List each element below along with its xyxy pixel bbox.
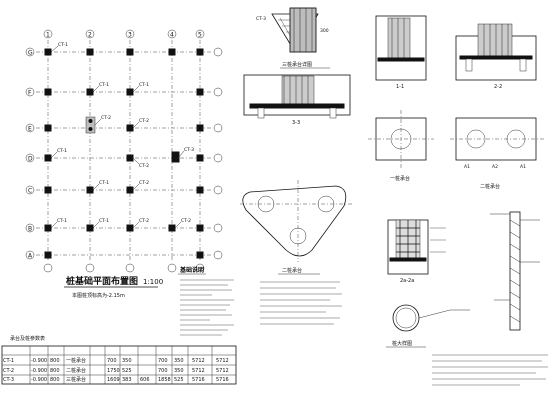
svg-text:CT-2: CT-2: [139, 118, 149, 124]
svg-text:一桩承台: 一桩承台: [66, 357, 86, 364]
section-aa-label: 2a-2a: [400, 278, 414, 284]
pile-cross-section: 桩大样图: [386, 304, 470, 348]
svg-text:CT-2: CT-2: [101, 115, 111, 121]
svg-text:C: C: [28, 188, 32, 195]
svg-text:-0.900: -0.900: [31, 358, 47, 364]
svg-text:CT-3: CT-3: [3, 377, 14, 383]
two-pile-cap-title: 二桩承台: [480, 183, 500, 190]
one-pile-cap-plan: 一桩承台: [368, 110, 434, 182]
pile-notes: [432, 354, 548, 386]
section-2-2-label: 2-2: [494, 84, 502, 90]
svg-text:CT-2: CT-2: [3, 368, 14, 374]
svg-text:CT-3: CT-3: [184, 147, 194, 153]
section-3-3: 3-3: [243, 74, 351, 126]
foundation-plan: 1 2 3 4 5 G F E D C B A: [25, 29, 223, 299]
svg-text:CT-2: CT-2: [139, 218, 149, 224]
svg-text:300: 300: [320, 28, 329, 34]
svg-text:CT-1: CT-1: [58, 42, 68, 48]
plan-title: 桩基础平面布置图: [66, 275, 138, 287]
three-pile-cap-plan: 二桩承台: [240, 180, 352, 275]
section-1-1-label: 1-1: [396, 84, 404, 90]
svg-text:CT-3: CT-3: [256, 16, 266, 22]
svg-text:700: 700: [107, 358, 117, 364]
svg-text:800: 800: [50, 358, 60, 364]
one-pile-cap-title: 一桩承台: [390, 175, 410, 182]
parameter-table: 承台及桩参数表 CT-1 -0.900 800 一桩承台 700 350 700…: [1, 335, 237, 385]
table-row: CT-1 -0.900 800 一桩承台 700 350 700 350 571…: [3, 357, 229, 364]
svg-text:350: 350: [174, 368, 184, 374]
svg-text:CT-2: CT-2: [139, 163, 149, 169]
notes-title: 基础说明: [179, 266, 204, 274]
svg-text:5712: 5712: [192, 358, 205, 364]
svg-text:350: 350: [122, 358, 132, 364]
svg-text:-0.900: -0.900: [31, 377, 47, 383]
svg-text:800: 800: [50, 377, 60, 383]
svg-text:606: 606: [140, 377, 150, 383]
svg-text:1858: 1858: [158, 377, 171, 383]
detail-three-pile-elevation: 三桩承台详图: [280, 7, 330, 69]
svg-text:1: 1: [46, 32, 50, 39]
svg-text:二桩承台: 二桩承台: [66, 367, 86, 374]
svg-text:CT-2: CT-2: [181, 218, 191, 224]
svg-text:G: G: [28, 50, 33, 57]
three-pile-cap-title: 二桩承台: [282, 267, 302, 274]
cap-tags: CT-1 CT-1 CT-2 CT-1 CT-2 CT-3 CT-2 CT-1 …: [50, 42, 194, 229]
svg-text:1609: 1609: [107, 377, 120, 383]
svg-text:525: 525: [174, 377, 184, 383]
svg-text:1750: 1750: [107, 368, 120, 374]
pile-elevation: [490, 211, 540, 331]
cap-elevation-detail: 2a-2a: [387, 219, 446, 284]
cross-section-title: 桩大样图: [392, 340, 412, 347]
svg-text:CT-1: CT-1: [139, 82, 149, 88]
svg-text:CT-2: CT-2: [139, 180, 149, 186]
svg-text:A1: A1: [464, 164, 470, 170]
svg-text:A: A: [28, 253, 33, 260]
svg-text:CT-1: CT-1: [57, 148, 67, 154]
section-2-2: 2-2: [455, 23, 537, 90]
plan-scale: 1:100: [143, 278, 163, 286]
svg-text:CT-1: CT-1: [99, 180, 109, 186]
svg-text:700: 700: [158, 368, 168, 374]
svg-text:4: 4: [170, 32, 174, 39]
svg-text:5716: 5716: [216, 377, 229, 383]
svg-text:CT-1: CT-1: [99, 218, 109, 224]
svg-text:A2: A2: [492, 164, 498, 170]
svg-text:CT-1: CT-1: [3, 358, 14, 364]
svg-text:383: 383: [122, 377, 132, 383]
svg-text:三桩承台: 三桩承台: [66, 376, 86, 383]
svg-text:5712: 5712: [216, 358, 229, 364]
svg-text:CT-1: CT-1: [57, 218, 67, 224]
svg-text:B: B: [28, 226, 32, 233]
svg-text:5712: 5712: [192, 368, 205, 374]
middle-notes: [260, 281, 342, 325]
svg-text:-0.900: -0.900: [31, 368, 47, 374]
foundation-notes: 基础说明: [178, 266, 234, 336]
svg-text:525: 525: [122, 368, 132, 374]
svg-text:800: 800: [50, 368, 60, 374]
svg-text:5712: 5712: [216, 368, 229, 374]
svg-text:3: 3: [128, 32, 132, 39]
svg-text:E: E: [28, 126, 32, 133]
pile-caps: [44, 48, 204, 259]
svg-text:CT-1: CT-1: [99, 82, 109, 88]
svg-text:D: D: [28, 156, 33, 163]
detail-three-pile-title: 三桩承台详图: [282, 61, 312, 68]
svg-text:5: 5: [198, 32, 202, 39]
svg-text:A1: A1: [520, 164, 526, 170]
section-1-1: 1-1: [375, 15, 427, 90]
svg-text:F: F: [28, 90, 32, 97]
section-3-3-label: 3-3: [292, 120, 300, 126]
table-row: CT-3 -0.900 800 三桩承台 1609 383 606 1858 5…: [3, 376, 229, 383]
svg-text:700: 700: [158, 358, 168, 364]
svg-text:2: 2: [88, 32, 92, 39]
svg-text:350: 350: [174, 358, 184, 364]
svg-text:5716: 5716: [192, 377, 205, 383]
table-title: 承台及桩参数表: [10, 335, 45, 342]
two-pile-cap-plan: A1 A2 A1 二桩承台: [450, 117, 544, 190]
table-row: CT-2 -0.900 800 二桩承台 1750 525 700 350 57…: [3, 367, 229, 374]
plan-note: 本图桩顶标高为-2.15m: [72, 292, 125, 299]
